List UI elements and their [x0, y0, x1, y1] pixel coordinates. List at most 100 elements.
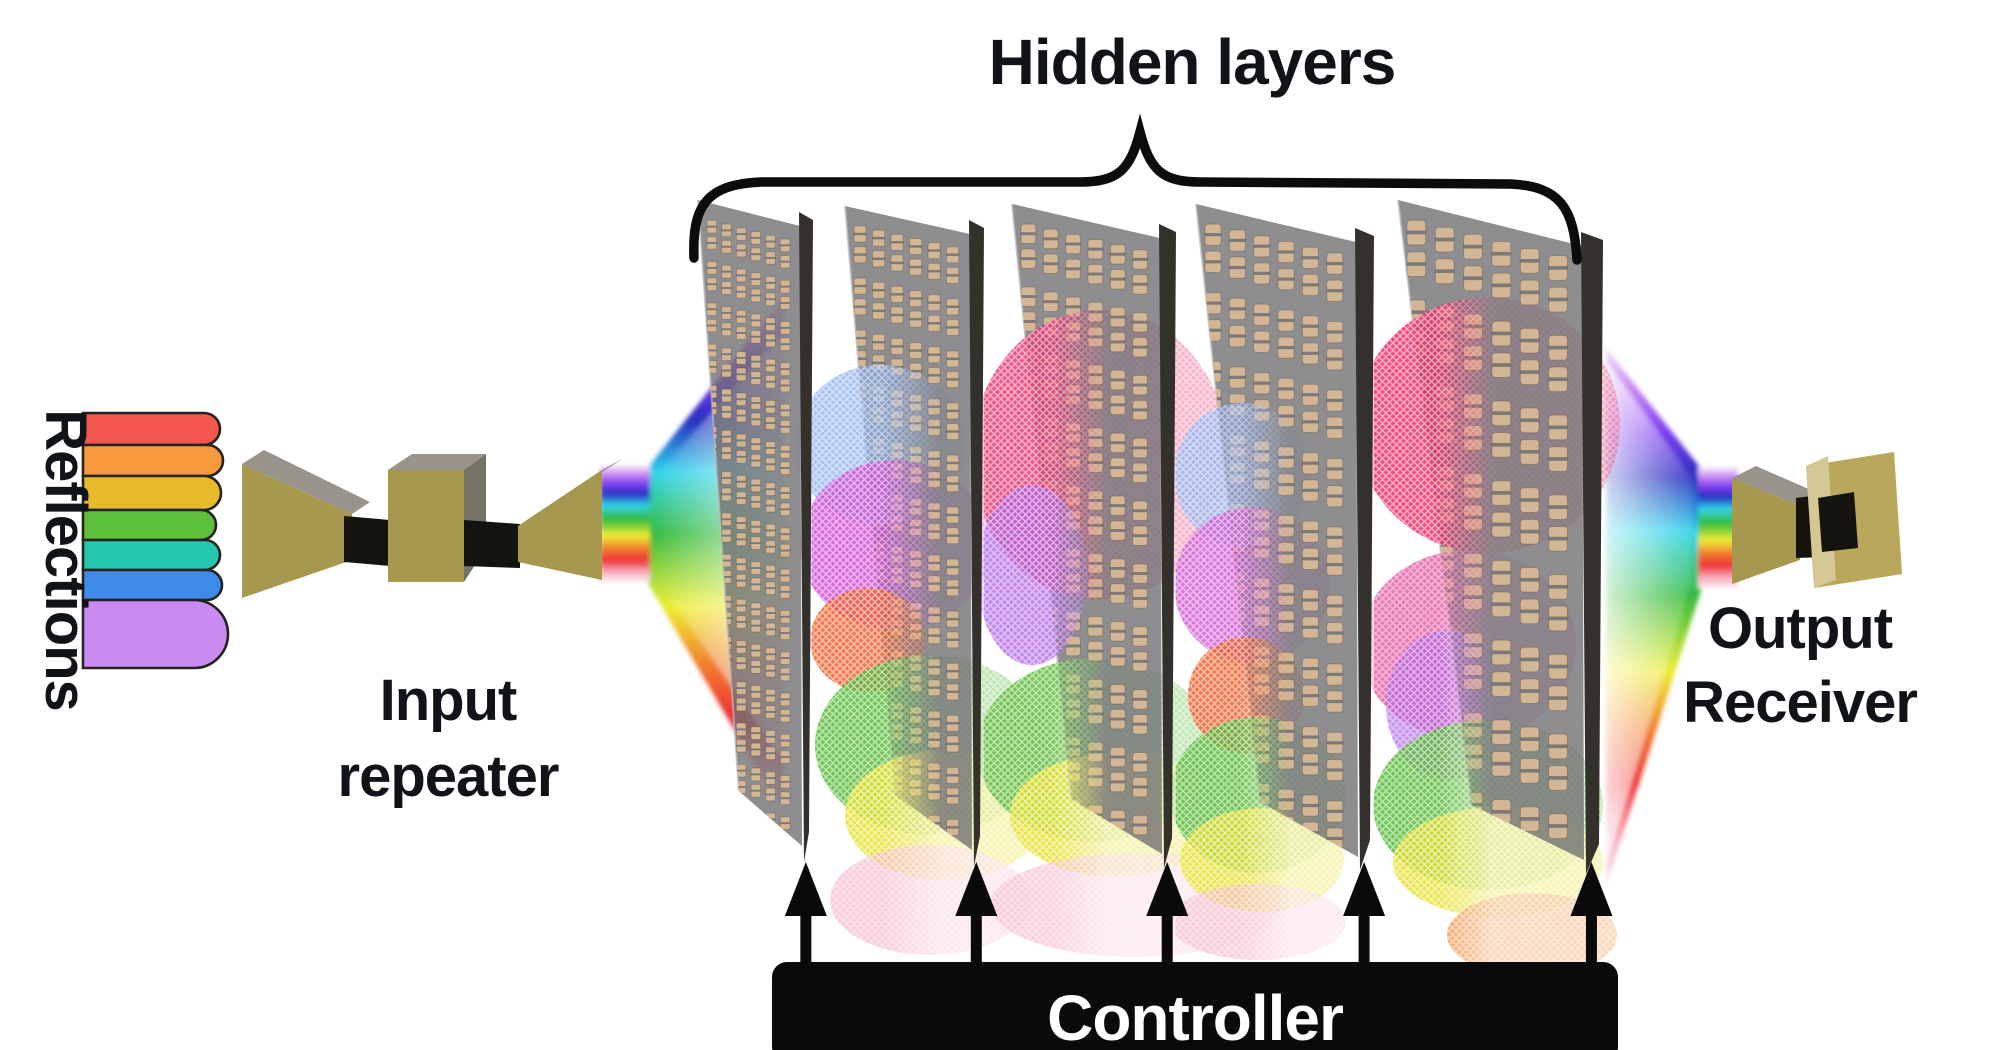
input-repeater-label-line2: repeater [338, 744, 559, 809]
metasurface-cell-slot [735, 249, 747, 252]
metasurface-cell-slot [735, 604, 747, 607]
metasurface-cell-slot [735, 455, 747, 458]
metasurface-cell-slot [872, 361, 886, 365]
metasurface-cell-slot [750, 583, 762, 586]
metasurface-cell-slot [946, 274, 960, 277]
metasurface-cell-slot [1406, 310, 1427, 315]
metasurface-cell-slot [1042, 262, 1059, 266]
metasurface-cell-slot [721, 435, 732, 438]
input-waveguide-2 [464, 520, 520, 568]
metasurface-cell-slot [706, 762, 718, 765]
metasurface-cell-slot [1277, 345, 1295, 350]
metasurface-cell-slot [1301, 420, 1319, 424]
input-waveguide-1 [344, 516, 390, 566]
metasurface-cell-slot [909, 369, 923, 373]
metasurface-cell-slot [765, 529, 776, 532]
mesh-blobs-in-gap [795, 365, 1045, 955]
metasurface-cell-slot [721, 287, 732, 289]
metasurface-cell-slot [1434, 269, 1455, 273]
controller-arrow [784, 862, 827, 966]
metasurface-cell [750, 808, 762, 823]
metasurface-cell-slot [946, 357, 960, 361]
metasurface-cell-slot [853, 284, 867, 288]
metasurface-cell-slot [735, 810, 747, 813]
metasurface-cell-slot [765, 793, 776, 796]
metasurface-cell-slot [765, 735, 776, 738]
metasurface-cell-slot [1020, 319, 1037, 323]
output-receiver-label-line1: Output [1708, 596, 1893, 661]
metasurface-cell-slot [765, 752, 776, 755]
metasurface-cell-slot [721, 410, 732, 413]
metasurface-cell [735, 805, 747, 819]
metasurface-cell-slot [1020, 257, 1037, 261]
metasurface-cell-slot [890, 345, 904, 348]
metasurface-cell-slot [779, 822, 791, 825]
metasurface-cell-slot [1548, 536, 1568, 541]
metasurface-cell-slot [1326, 289, 1344, 293]
metasurface-cell [706, 756, 718, 771]
metasurface-cell-slot [1434, 237, 1455, 242]
metasurface-cell-slot [1228, 307, 1246, 311]
metasurface-cell-slot [765, 380, 776, 383]
metasurface-cell-slot [890, 241, 904, 244]
metasurface-cell-slot [721, 534, 732, 537]
metasurface-cell-slot [750, 484, 762, 487]
metasurface-cell-slot [750, 649, 762, 652]
metasurface-cell-slot [765, 612, 776, 614]
metasurface-cell-slot [779, 797, 791, 800]
metasurface-cell-slot [750, 319, 762, 322]
mesh-blobs-in-gap [1170, 403, 1346, 960]
hidden-layers-brace [689, 113, 1582, 265]
metasurface-cell-slot [1326, 741, 1344, 745]
metasurface-cell-slot [946, 253, 960, 256]
controller-arrow [1146, 862, 1189, 966]
metasurface-cell-slot [735, 233, 747, 236]
metasurface-cell-slot [1253, 381, 1271, 385]
metasurface-cell-slot [927, 249, 941, 252]
beam-mesh-patterns-front [795, 297, 1620, 977]
metasurface-cell-slot [735, 563, 747, 566]
metasurface-cell-slot [1020, 232, 1037, 236]
metasurface-cell-slot [765, 405, 776, 408]
metasurface-cell [721, 735, 732, 749]
metasurface-cell-slot [1406, 230, 1427, 235]
metasurface-cell-slot [1301, 488, 1319, 492]
metasurface-cell-slot [765, 669, 776, 672]
metasurface-cell-slot [735, 728, 747, 731]
metasurface-cell-slot [1132, 597, 1148, 600]
metasurface-cell-slot [1065, 267, 1081, 271]
metasurface-cell-slot [1253, 271, 1271, 275]
metasurface-cell-slot [735, 315, 747, 318]
metasurface-cell-slot [735, 398, 747, 401]
metasurface-cell-slot [765, 628, 776, 631]
metasurface-cell [706, 772, 718, 787]
metasurface-cell-slot [735, 662, 747, 665]
mesh-blob-weave [977, 485, 1087, 665]
metasurface-cell-slot [1087, 649, 1104, 653]
metasurface-cell-slot [1065, 644, 1081, 648]
metasurface-cell-slot [750, 294, 762, 297]
reflection-bar [81, 411, 222, 447]
metasurface-cell-slot [779, 739, 791, 742]
metasurface-cell-slot [1109, 252, 1126, 256]
output-flange-opening [1818, 492, 1858, 552]
metasurface-cell-slot [1406, 549, 1427, 554]
metasurface-cell-slot [1301, 461, 1319, 465]
metasurface-cell-slot [1326, 426, 1344, 430]
metasurface-cell-slot [721, 724, 732, 727]
metasurface-cell-slot [721, 575, 732, 578]
output-beam-white-wash [1606, 360, 1692, 868]
metasurface-cell-slot [750, 377, 762, 379]
metasurface-cell-slot [1253, 313, 1271, 317]
input-repeater-label-line1: Input [380, 668, 517, 733]
metasurface-cell-slot [750, 418, 762, 421]
metasurface-cell-slot [765, 364, 776, 367]
metasurface-cell-slot [1204, 301, 1222, 305]
metasurface-cell-slot [750, 608, 762, 611]
metasurface-cell-slot [735, 356, 747, 359]
metasurface-cell-slot [1301, 256, 1319, 260]
metasurface-cell-slot [946, 617, 960, 621]
metasurface-cell-slot [735, 439, 747, 442]
metasurface-cell-slot [706, 266, 718, 269]
